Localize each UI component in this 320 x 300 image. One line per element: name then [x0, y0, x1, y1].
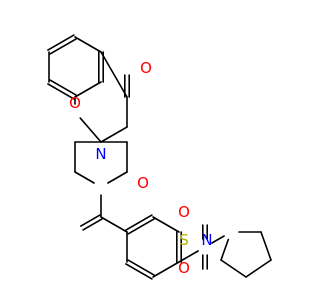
- bond-cc-oa-line-1: [82, 218, 103, 231]
- bond-b2-c4: [100, 51, 128, 98]
- sulfonyl-oxygen-top-label: O: [178, 203, 190, 221]
- bond-a4-a5: [152, 261, 180, 278]
- bond-a5-a6-line-1: [125, 263, 153, 280]
- ketone-oxygen-label: O: [140, 59, 152, 77]
- bond-y4-n2: [220, 238, 230, 261]
- structure-diagram: O O N O S O O N: [47, 34, 272, 280]
- bond-y1-y2: [260, 231, 272, 261]
- bond-pn-p4: [107, 171, 128, 184]
- bond-y2-y3: [245, 259, 272, 278]
- ring-oxygen-label: O: [69, 94, 81, 112]
- bond-cc-oa-line-2: [80, 214, 101, 227]
- bond-cc-a1: [100, 216, 128, 233]
- bond-a5-a6-line-2: [127, 259, 155, 276]
- bond-a2-a3: [152, 216, 180, 233]
- bond-a1-a2-line-2: [127, 218, 155, 235]
- sulfur-label: S: [179, 231, 189, 249]
- bond-y3-y4: [220, 259, 247, 278]
- amide-oxygen-label: O: [137, 174, 149, 192]
- bond-b1-b2: [74, 36, 102, 53]
- bond-b6-b1-line-1: [47, 34, 75, 51]
- bond-c3-c2: [100, 126, 128, 143]
- bond-a1-a2-line-1: [125, 214, 153, 231]
- bond-c2-or: [79, 117, 102, 143]
- piperidine-nitrogen-label: N: [95, 145, 106, 163]
- bond-a4-s: [178, 250, 199, 263]
- atom-label-layer: O O N O S O O N: [69, 59, 213, 277]
- bond-s-n2: [211, 235, 225, 244]
- bond-b3-b4: [74, 81, 102, 98]
- pyrrolidine-nitrogen-label: N: [201, 231, 212, 249]
- bond-layer: [47, 34, 272, 280]
- bond-b4-b5-line-2: [49, 79, 77, 96]
- bond-b6-b1-line-2: [49, 38, 77, 55]
- molecule-canvas: O O N O S O O N: [47, 34, 272, 280]
- bond-p2-pn: [74, 171, 95, 184]
- sulfonyl-oxygen-bottom-label: O: [178, 259, 190, 277]
- bond-b4-b5-line-1: [47, 83, 75, 100]
